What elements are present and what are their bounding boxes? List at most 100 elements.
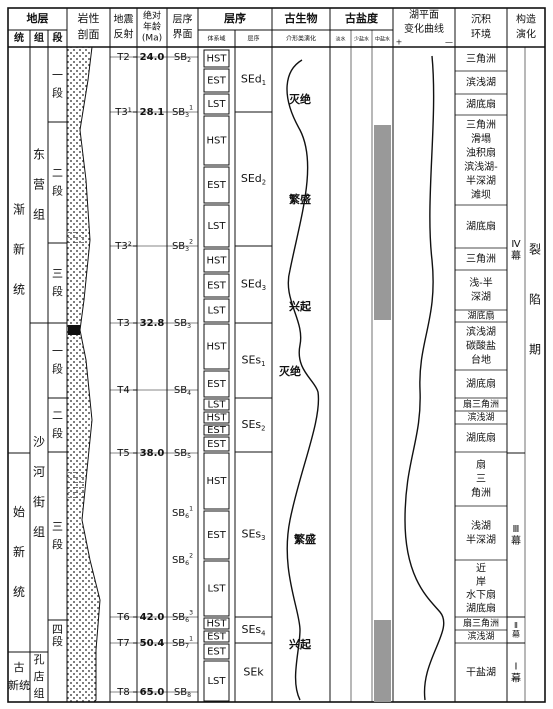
header-tectonic: 演化 [516, 28, 536, 41]
systems-tract-label: EST [207, 76, 227, 87]
systems-tract-box [203, 398, 230, 411]
lithology-mudstone [68, 230, 84, 244]
member-label: 段 [52, 184, 63, 198]
member-label: 段 [52, 284, 63, 298]
member-label: 一 [52, 345, 63, 358]
environment-label: 三角洲 [466, 253, 496, 265]
salinity-bar [374, 620, 391, 702]
header-lake: 湖平面 [409, 9, 439, 21]
environment-label: 湖底扇 [466, 98, 496, 111]
environment-label: 半深湖 [466, 174, 496, 187]
member-label: 段 [52, 86, 63, 100]
systems-tract-box [203, 424, 230, 436]
header-tectonic: 构造 [516, 13, 536, 26]
environment-label: 滨浅湖- [464, 160, 498, 173]
boundary-label: SB61 [172, 506, 193, 521]
systems-tract-label: LST [207, 221, 226, 232]
systems-tract-box [203, 643, 230, 660]
system-label: 新 [13, 544, 25, 559]
systems-tract-label: EST [207, 281, 227, 292]
environment-label: 扇三角洲 [463, 617, 499, 629]
member-label: 三 [52, 267, 63, 280]
header-boundary: 界面 [173, 29, 193, 41]
environment-label: 深湖 [471, 291, 491, 303]
header-seismic: 反射 [114, 29, 134, 41]
fills-layer [66, 46, 391, 703]
systems-tract-box [203, 560, 230, 617]
seismic-label: T3 [116, 318, 129, 329]
header-paleo-sub: 介形类演化 [286, 35, 316, 43]
sequence-label: SEk [243, 666, 264, 679]
member-label: 四 [52, 623, 63, 636]
paleo-label: 灭绝 [288, 92, 311, 106]
system-label: 新 [13, 242, 25, 257]
member-label: 段 [52, 426, 63, 440]
systems-tract-label: HST [207, 619, 228, 630]
systems-tract-box [203, 452, 230, 510]
paleo-label: 繁盛 [288, 192, 311, 206]
group-label: 河 [33, 465, 45, 479]
tectonic-phase-label: 期 [529, 343, 541, 357]
seismic-label: T6 [116, 612, 129, 623]
systems-tract-label: HST [207, 413, 228, 424]
lithology-dark-bed [68, 325, 80, 335]
seismic-label: T5 [116, 448, 129, 459]
seismic-label: T8 [116, 687, 129, 698]
systems-tract-label: EST [207, 180, 227, 191]
paleo-label: 繁盛 [293, 532, 316, 546]
environment-label: 浊积扇 [466, 146, 496, 159]
systems-tract-box [203, 93, 230, 115]
environment-label: 湖底扇 [467, 310, 494, 322]
header-system: 统 [14, 31, 24, 44]
systems-tract-box [203, 248, 230, 273]
environment-label: 湖底扇 [466, 220, 496, 233]
systems-tract-label: HST [207, 136, 228, 147]
header-stratum: 地层 [27, 11, 49, 25]
labels-layer: 地层统组段岩性剖面地震反射绝对年龄(Ma)层序界面层序体系域层序古生物介形类演化… [8, 9, 541, 700]
systems-tract-label: HST [207, 54, 228, 65]
boundary-label: SB32 [172, 239, 193, 254]
header-lake: 变化曲线 [404, 22, 444, 35]
header-boundary: 层序 [173, 13, 193, 26]
member-label: 段 [52, 537, 63, 551]
tectonic-phase-label: 裂 [529, 243, 541, 257]
header-group: 组 [34, 31, 44, 44]
systems-tract-box [203, 115, 230, 166]
environment-label: 滨浅湖 [467, 411, 494, 423]
environment-label: 台地 [471, 353, 491, 366]
environment-label: 扇三角洲 [463, 398, 499, 410]
tectonic-stage-label: Ⅱ [514, 621, 518, 630]
systems-tract-label: LST [207, 99, 226, 110]
environment-label: 角洲 [471, 487, 491, 499]
group-label: 店 [34, 669, 45, 683]
lithology-profile [66, 46, 101, 703]
systems-tract-box [203, 630, 230, 643]
systems-tract-label: EST [207, 379, 227, 390]
age-label: 28.1 [140, 107, 165, 118]
seismic-label: T7 [116, 638, 129, 649]
age-label: 38.0 [140, 448, 165, 459]
member-label: 段 [52, 362, 63, 376]
systems-tract-box [203, 298, 230, 323]
member-label: 段 [52, 634, 63, 648]
header-systems-tract: 体系域 [207, 35, 225, 43]
paleo-label: 兴起 [289, 637, 312, 651]
header-salinity: 古盐度 [345, 11, 379, 25]
header-lithology: 剖面 [78, 27, 100, 41]
tectonic-stage-label: 幕 [511, 249, 521, 262]
boundary-label: SB3 [174, 318, 191, 330]
systems-tract-box [203, 510, 230, 560]
environment-label: 干盐湖 [466, 666, 496, 679]
lithology-mudstone [68, 470, 84, 500]
systems-tract-label: EST [207, 530, 227, 541]
tectonic-stage-label: Ⅲ [513, 524, 520, 535]
group-label: 沙 [33, 435, 45, 449]
header-lake-plus: + [396, 38, 403, 47]
boundary-label: SB5 [174, 448, 191, 460]
systems-tract-label: EST [207, 439, 227, 450]
systems-tract-label: HST [207, 342, 228, 353]
systems-tract-label: LST [207, 676, 226, 687]
boundary-label: SB8 [174, 687, 191, 699]
